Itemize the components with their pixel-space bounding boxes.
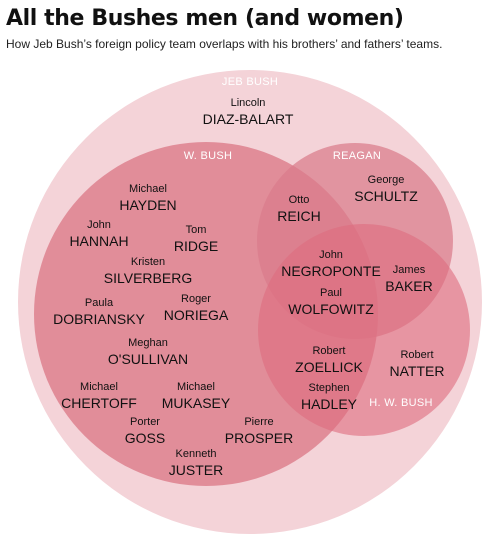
- set-label-reagan: REAGAN: [332, 150, 382, 162]
- set-label-w-bush: W. BUSH: [183, 150, 233, 162]
- person-negroponte: John NEGROPONTE: [281, 249, 381, 279]
- chart-title: All the Bushes men (and women): [6, 6, 404, 31]
- person-zoellick: Robert ZOELLICK: [295, 345, 363, 375]
- person-dobriansky: Paula DOBRIANSKY: [53, 297, 145, 327]
- person-first-name: Roger: [181, 293, 211, 305]
- person-last-name: DIAZ-BALART: [202, 111, 294, 128]
- person-first-name: Kenneth: [175, 448, 217, 460]
- set-label-jeb-bush: JEB BUSH: [221, 76, 279, 88]
- person-first-name: Otto: [288, 194, 310, 206]
- person-last-name: RIDGE: [173, 238, 219, 255]
- person-mukasey: Michael MUKASEY: [162, 381, 230, 411]
- person-last-name: BAKER: [385, 278, 433, 295]
- person-last-name: DOBRIANSKY: [53, 311, 145, 328]
- person-last-name: O'SULLIVAN: [107, 351, 189, 368]
- person-last-name: ZOELLICK: [295, 359, 363, 376]
- person-first-name: Michael: [80, 381, 118, 393]
- person-goss: Porter GOSS: [125, 416, 165, 446]
- person-chertoff: Michael CHERTOFF: [61, 381, 137, 411]
- person-first-name: Michael: [177, 381, 215, 393]
- person-last-name: REICH: [277, 208, 321, 225]
- person-first-name: John: [87, 219, 111, 231]
- person-silverberg: Kristen SILVERBERG: [104, 256, 192, 286]
- person-last-name: SILVERBERG: [103, 270, 193, 287]
- person-osullivan: Meghan O'SULLIVAN: [108, 337, 188, 367]
- person-last-name: SCHULTZ: [354, 188, 418, 205]
- person-prosper: Pierre PROSPER: [225, 416, 293, 446]
- hw-bush-circle: [258, 224, 470, 436]
- person-last-name: CHERTOFF: [61, 395, 137, 412]
- person-ridge: Tom RIDGE: [174, 224, 218, 254]
- person-first-name: Porter: [130, 416, 160, 428]
- person-wolfowitz: Paul WOLFOWITZ: [288, 287, 374, 317]
- person-last-name: GOSS: [124, 430, 166, 447]
- person-last-name: HANNAH: [69, 233, 129, 250]
- person-first-name: John: [319, 249, 343, 261]
- person-last-name: WOLFOWITZ: [288, 301, 374, 318]
- person-diaz-balart: Lincoln DIAZ-BALART: [203, 97, 294, 127]
- person-hadley: Stephen HADLEY: [301, 382, 357, 412]
- person-first-name: Robert: [312, 345, 346, 357]
- person-first-name: George: [367, 174, 405, 186]
- person-hayden: Michael HAYDEN: [119, 183, 176, 213]
- person-first-name: Robert: [400, 349, 434, 361]
- person-natter: Robert NATTER: [390, 349, 445, 379]
- person-last-name: MUKASEY: [161, 395, 231, 412]
- person-juster: Kenneth JUSTER: [169, 448, 223, 478]
- set-label-hw-bush: H. W. BUSH: [369, 397, 433, 409]
- person-first-name: James: [392, 264, 426, 276]
- person-baker: James BAKER: [385, 264, 432, 294]
- person-schultz: George SCHULTZ: [354, 174, 418, 204]
- person-first-name: Tom: [185, 224, 207, 236]
- person-hannah: John HANNAH: [69, 219, 128, 249]
- person-first-name: Pierre: [244, 416, 274, 428]
- person-noriega: Roger NORIEGA: [164, 293, 229, 323]
- person-first-name: Lincoln: [230, 97, 266, 109]
- person-first-name: Kristen: [130, 256, 166, 268]
- person-last-name: HADLEY: [300, 396, 358, 413]
- person-first-name: Paula: [84, 297, 114, 309]
- person-last-name: NEGROPONTE: [281, 263, 381, 280]
- person-last-name: HAYDEN: [119, 197, 177, 214]
- person-reich: Otto REICH: [277, 194, 321, 224]
- person-first-name: Paul: [319, 287, 343, 299]
- person-last-name: NORIEGA: [163, 307, 229, 324]
- person-first-name: Stephen: [308, 382, 350, 394]
- person-first-name: Michael: [129, 183, 167, 195]
- person-last-name: JUSTER: [168, 462, 224, 479]
- person-last-name: PROSPER: [224, 430, 294, 447]
- chart-subtitle: How Jeb Bush’s foreign policy team overl…: [6, 37, 443, 51]
- person-first-name: Meghan: [128, 337, 168, 349]
- person-last-name: NATTER: [389, 363, 445, 380]
